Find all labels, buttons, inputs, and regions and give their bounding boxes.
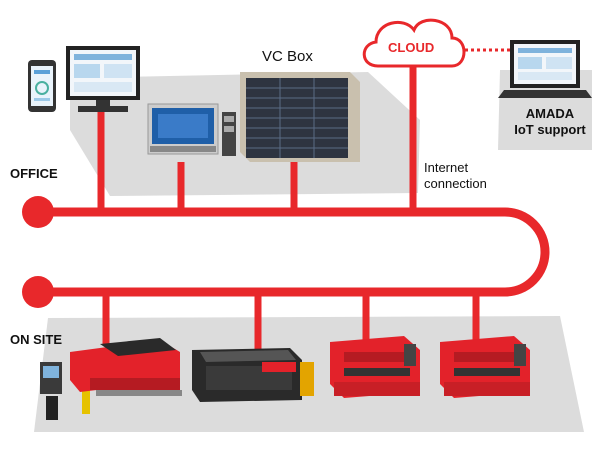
office-drops <box>97 62 417 212</box>
vc-box-label: VC Box <box>262 48 313 65</box>
laptop-icon <box>498 40 592 98</box>
laser-cutter-icon <box>192 348 314 402</box>
control-panel-icon <box>147 103 236 156</box>
cloud-icon <box>362 18 466 68</box>
internet-connection-label: Internet connection <box>424 160 487 192</box>
server-rack-icon <box>240 72 360 162</box>
amada-label: AMADA IoT support <box>508 106 592 138</box>
on-site-label: ON SITE <box>10 332 63 347</box>
press-brake-icon <box>330 336 420 398</box>
amada-label-line2: IoT support <box>514 122 586 137</box>
punch-press-icon <box>40 338 182 420</box>
office-label: OFFICE <box>10 166 58 181</box>
office-node <box>22 196 54 228</box>
amada-label-line1: AMADA <box>525 106 575 121</box>
internet-label-line1: Internet <box>424 160 469 175</box>
network-loop <box>35 207 550 297</box>
desktop-monitor-icon <box>66 46 140 112</box>
internet-label-line2: connection <box>424 176 487 191</box>
onsite-drops <box>102 292 480 352</box>
smartphone-icon <box>28 60 56 112</box>
cloud-label: CLOUD <box>388 40 435 55</box>
press-brake-icon <box>440 336 530 398</box>
onsite-node <box>22 276 54 308</box>
